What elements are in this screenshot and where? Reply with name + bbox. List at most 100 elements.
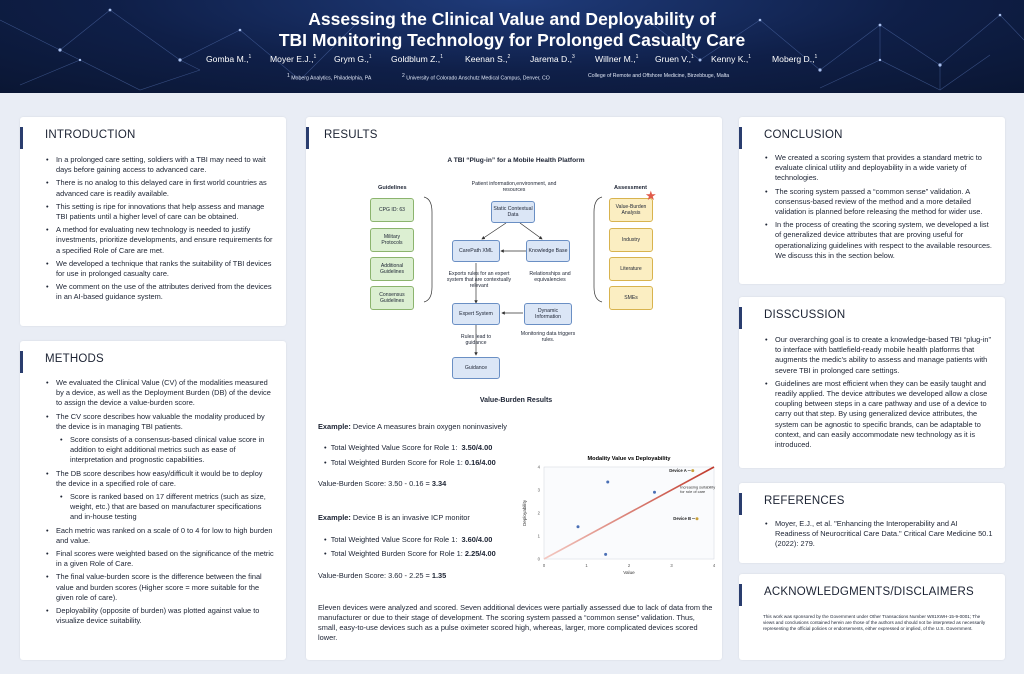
example-a-score: Value-Burden Score: 3.50 - 0.16 = 3.34	[318, 479, 447, 488]
knowledge-base-box: Knowledge Base	[526, 240, 570, 262]
data-point	[576, 525, 580, 529]
diagram-note: Relationships and equivalencies	[529, 271, 571, 284]
section-accent-bar	[20, 351, 23, 373]
discussion-heading: DISSCUSSION	[764, 309, 846, 321]
conclusion-heading: CONCLUSION	[764, 129, 843, 141]
author: Kenny K.,1	[711, 54, 752, 64]
list-item: This setting is ripe for innovations tha…	[46, 202, 274, 222]
list-item: We developed a technique that ranks the …	[46, 259, 274, 279]
author: Gomba M.,1	[206, 54, 252, 64]
list-item: In a prolonged care setting, soldiers wi…	[46, 155, 274, 175]
list-item: Moyer, E.J., et al. "Enhancing the Inter…	[765, 519, 993, 550]
data-point	[695, 517, 699, 521]
discussion-card: DISSCUSSION Our overarching goal is to c…	[739, 297, 1005, 468]
suitability-line	[543, 466, 715, 560]
x-tick-label: 1	[585, 563, 588, 568]
guidelines-label: Guidelines	[378, 185, 407, 191]
list-item: We evaluated the Clinical Value (CV) of …	[46, 378, 274, 409]
list-item: Our overarching goal is to create a know…	[765, 335, 993, 376]
x-tick-label: 3	[670, 563, 673, 568]
diagram-note: Rules lead to guidance	[460, 334, 492, 347]
y-tick-label: 0	[538, 557, 541, 562]
assessment-box: Industry	[609, 228, 653, 252]
assessment-box: Literature	[609, 257, 653, 281]
list-item: The CV score describes how valuable the …	[46, 412, 274, 432]
author: Willner M.,1	[595, 54, 639, 64]
introduction-list: In a prolonged care setting, soldiers wi…	[46, 155, 274, 306]
data-point	[691, 469, 695, 473]
x-tick-label: 4	[713, 563, 716, 568]
x-axis-label: Value	[623, 570, 635, 575]
list-item: We comment on the use of the attributes …	[46, 282, 274, 302]
poster-title-line1: Assessing the Clinical Value and Deploya…	[308, 9, 716, 29]
list-item: A method for evaluating new technology i…	[46, 225, 274, 256]
introduction-card: INTRODUCTION In a prolonged care setting…	[20, 117, 286, 326]
conclusion-list: We created a scoring system that provide…	[765, 153, 993, 264]
section-accent-bar	[20, 127, 23, 149]
references-list: Moyer, E.J., et al. "Enhancing the Inter…	[765, 519, 993, 553]
y-tick-label: 2	[538, 511, 541, 516]
y-tick-label: 1	[538, 534, 541, 539]
guideline-box: Additional Guidelines	[370, 257, 414, 281]
conclusion-card: CONCLUSION We created a scoring system t…	[739, 117, 1005, 284]
value-burden-title: Value-Burden Results	[479, 397, 553, 404]
methods-list: We evaluated the Clinical Value (CV) of …	[46, 378, 274, 629]
guideline-box: Consensus Guidelines	[370, 286, 414, 310]
annotation-line1: Increasing suitability	[680, 484, 715, 489]
x-tick-label: 0	[543, 563, 546, 568]
section-accent-bar	[739, 127, 742, 149]
list-item: Final scores were weighted based on the …	[46, 549, 274, 569]
example-b-burden: • Total Weighted Burden Score for Role 1…	[324, 549, 496, 558]
y-tick-label: 4	[538, 465, 541, 470]
carepath-box: CarePath XML	[452, 240, 500, 262]
assessment-box: Value-Burden Analysis	[609, 198, 653, 222]
list-item: Deployability (opposite of burden) was p…	[46, 606, 274, 626]
section-accent-bar	[739, 584, 742, 606]
diagram-note: Monitoring data triggers rules.	[520, 331, 576, 344]
references-heading: REFERENCES	[764, 495, 845, 507]
example-b-score: Value-Burden Score: 3.60 - 2.25 = 1.35	[318, 571, 447, 580]
results-card: RESULTS A TBI “Plug-in” for a Mobile Hea…	[306, 117, 722, 660]
acknowledgments-text: This work was sponsored by the Governmen…	[763, 614, 986, 631]
author: Goldblum Z.,1	[391, 54, 443, 64]
diagram-connectors	[423, 196, 603, 356]
methods-heading: METHODS	[45, 353, 104, 365]
affiliation: 1 Moberg Analytics, Philadelphia, PA	[287, 73, 372, 82]
list-item: In the process of creating the scoring s…	[765, 220, 993, 261]
author: Jarema D.,3	[530, 54, 575, 64]
affiliation: College of Remote and Offshore Medicine,…	[588, 73, 730, 79]
data-point	[604, 552, 608, 556]
methods-card: METHODS We evaluated the Clinical Value …	[20, 341, 286, 660]
example-a: Example: Device A measures brain oxygen …	[318, 422, 507, 431]
list-item: The DB score describes how easy/difficul…	[46, 469, 274, 489]
list-item: Guidelines are most efficient when they …	[765, 379, 993, 450]
point-label: Device A	[669, 468, 687, 473]
assessment-label: Assessment	[614, 185, 647, 191]
discussion-list: Our overarching goal is to create a know…	[765, 335, 993, 453]
chart-title: Modality Value vs Deployability	[588, 456, 672, 462]
diagram-note: Patient information,environment, and res…	[471, 181, 557, 194]
section-accent-bar	[739, 307, 742, 329]
list-item: Score consists of a consensus-based clin…	[60, 435, 274, 466]
network-background	[0, 8, 1024, 91]
star-icon: ★	[645, 188, 657, 203]
annotation-line2: for role of care	[680, 489, 705, 494]
dynamic-information-box: Dynamic Information	[524, 303, 572, 325]
example-b-value: • Total Weighted Value Score for Role 1:…	[324, 535, 493, 544]
affiliation: 2 University of Colorado Anschutz Medica…	[402, 73, 550, 82]
x-tick-label: 2	[628, 563, 631, 568]
author: Moyer E.J.,1	[270, 54, 317, 64]
list-item: We created a scoring system that provide…	[765, 153, 993, 184]
references-card: REFERENCES Moyer, E.J., et al. "Enhancin…	[739, 483, 1005, 563]
results-heading: RESULTS	[324, 129, 378, 141]
example-a-value: • Total Weighted Value Score for Role 1:…	[324, 443, 493, 452]
list-item: There is no analog to this delayed care …	[46, 178, 274, 198]
list-item: Each metric was ranked on a scale of 0 t…	[46, 526, 274, 546]
author: Gruen V.,1	[655, 54, 694, 64]
expert-system-box: Expert System	[452, 303, 500, 325]
y-tick-label: 3	[538, 488, 541, 493]
static-data-box: Static Contextual Data	[491, 201, 535, 223]
figure-title: A TBI “Plug-in” for a Mobile Health Plat…	[447, 157, 585, 164]
assessment-box: SMEs	[609, 286, 653, 310]
diagram-note: Exports rules for an expert system that …	[446, 271, 512, 290]
